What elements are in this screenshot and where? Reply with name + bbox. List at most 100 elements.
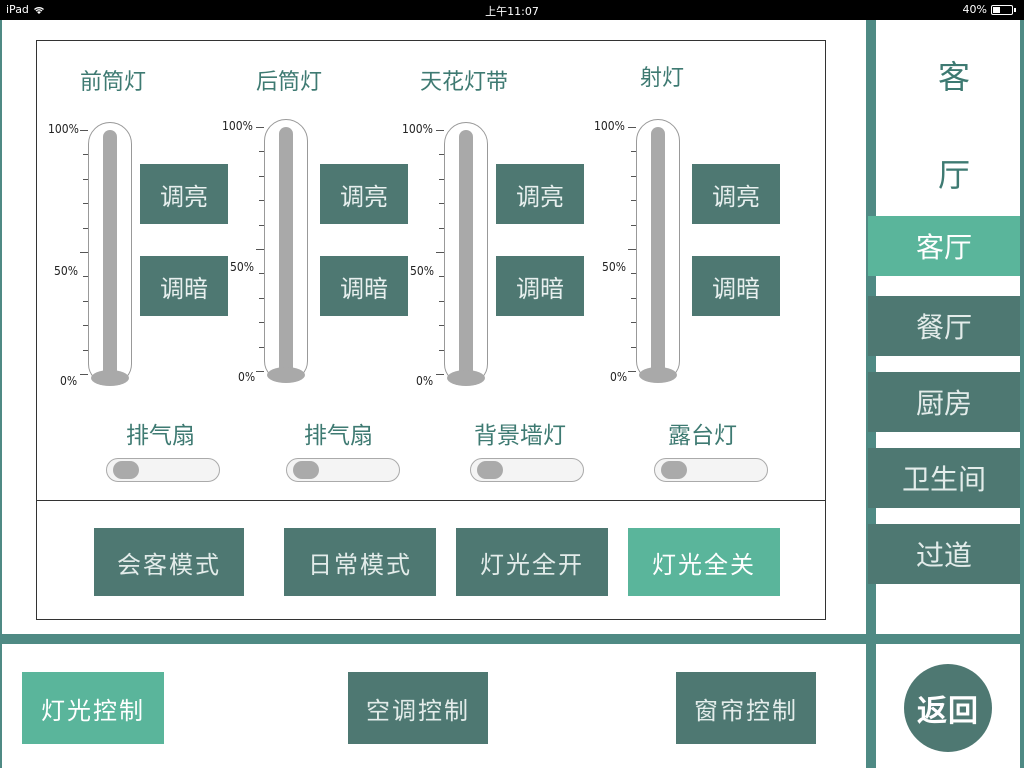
mode-button-daily[interactable]: 日常模式: [284, 528, 436, 596]
brightness-gauge-front-downlight: [80, 122, 132, 386]
room-heading-line1: 客: [938, 58, 971, 96]
scale-bottom-label: 0%: [416, 374, 434, 388]
tab-curtain-control[interactable]: 窗帘控制: [676, 672, 816, 744]
gauge-tick: [259, 224, 264, 226]
toggle-feature-wall-light[interactable]: [470, 458, 584, 482]
gauge-tick: [628, 371, 636, 372]
scale-mid-label: 50%: [410, 264, 434, 278]
gauge-tick: [439, 154, 444, 156]
switch-label-exhaust-fan-1: 排气扇: [126, 423, 195, 449]
gauge-tick: [439, 349, 444, 351]
tab-lighting-control[interactable]: 灯光控制: [22, 672, 164, 744]
dim-button-front-downlight[interactable]: 调暗: [140, 256, 228, 316]
dim-button-rear-downlight[interactable]: 调暗: [320, 256, 408, 316]
panel-divider: [37, 500, 825, 501]
gauge-ticks: [436, 122, 444, 384]
dim-button-spotlight[interactable]: 调暗: [692, 256, 780, 316]
gauge-bulb: [639, 367, 677, 383]
left-edge: [0, 20, 2, 768]
light-title-front-downlight: 前筒灯: [80, 70, 147, 95]
scale-bottom-label: 0%: [610, 370, 628, 384]
toggle-exhaust-fan-2[interactable]: [286, 458, 400, 482]
light-title-rear-downlight: 后筒灯: [256, 70, 323, 95]
gauge-tick: [439, 227, 444, 229]
toggle-knob: [293, 461, 319, 479]
gauge-fill: [103, 130, 117, 374]
sidebar-item-hallway[interactable]: 过道: [868, 524, 1020, 584]
gauge-tick: [259, 200, 264, 202]
gauge-tick: [259, 151, 264, 153]
toggle-knob: [661, 461, 687, 479]
light-title-spotlight: 射灯: [640, 66, 685, 91]
mode-button-guest[interactable]: 会客模式: [94, 528, 244, 596]
toggle-exhaust-fan-1[interactable]: [106, 458, 220, 482]
gauge-ticks: [80, 122, 88, 384]
gauge-tick: [439, 203, 444, 205]
dim-button-ceiling-strip[interactable]: 调暗: [496, 256, 584, 316]
switch-label-exhaust-fan-2: 排气扇: [304, 423, 373, 449]
lighting-panel: [36, 40, 826, 620]
gauge-tick: [259, 273, 264, 275]
battery-tip: [1014, 7, 1016, 12]
battery-status: 40%: [963, 3, 1016, 16]
gauge-tick: [256, 371, 264, 372]
gauge-tick: [439, 178, 444, 180]
brightness-gauge-ceiling-strip: [436, 122, 488, 386]
switch-label-feature-wall-light: 背景墙灯: [474, 423, 566, 449]
gauge-tick: [80, 252, 88, 253]
brightness-gauge-spotlight: [628, 119, 680, 383]
mode-button-all-on[interactable]: 灯光全开: [456, 528, 608, 596]
toggle-terrace-light[interactable]: [654, 458, 768, 482]
gauge-tick: [436, 252, 444, 253]
gauge-tick: [436, 130, 444, 131]
gauge-tick: [83, 227, 88, 229]
gauge-tick: [631, 297, 636, 299]
sidebar-item-kitchen[interactable]: 厨房: [868, 372, 1020, 432]
gauge-tick: [259, 322, 264, 324]
gauge-tick: [259, 346, 264, 348]
gauge-tick: [83, 325, 88, 327]
scale-top-label: 100%: [222, 119, 253, 133]
sidebar-item-dining-room[interactable]: 餐厅: [868, 296, 1020, 356]
gauge-fill: [279, 127, 293, 371]
gauge-bulb: [267, 367, 305, 383]
scale-mid-label: 50%: [54, 264, 78, 278]
battery-icon: [991, 4, 1013, 15]
device-label: iPad: [6, 3, 45, 16]
scale-bottom-label: 0%: [60, 374, 78, 388]
gauge-tick: [631, 273, 636, 275]
status-bar: iPad 上午11:07 40%: [0, 0, 1024, 20]
gauge-tick: [83, 154, 88, 156]
gauge-tick: [439, 300, 444, 302]
sidebar-item-living-room[interactable]: 客厅: [868, 216, 1020, 276]
gauge-fill: [651, 127, 665, 371]
brighten-button-ceiling-strip[interactable]: 调亮: [496, 164, 584, 224]
gauge-tick: [83, 300, 88, 302]
room-heading-line2: 厅: [938, 156, 971, 194]
right-edge: [1020, 20, 1024, 768]
scale-top-label: 100%: [48, 122, 79, 136]
gauge-tick: [439, 276, 444, 278]
tab-ac-control[interactable]: 空调控制: [348, 672, 488, 744]
brightness-gauge-rear-downlight: [256, 119, 308, 383]
brighten-button-rear-downlight[interactable]: 调亮: [320, 164, 408, 224]
brighten-button-front-downlight[interactable]: 调亮: [140, 164, 228, 224]
brighten-button-spotlight[interactable]: 调亮: [692, 164, 780, 224]
scale-mid-label: 50%: [230, 260, 254, 274]
gauge-tick: [631, 175, 636, 177]
switch-label-terrace-light: 露台灯: [668, 423, 737, 449]
gauge-bulb: [447, 370, 485, 386]
scale-mid-label: 50%: [602, 260, 626, 274]
gauge-tick: [631, 346, 636, 348]
gauge-tick: [83, 276, 88, 278]
gauge-tick: [439, 325, 444, 327]
gauge-tick: [256, 127, 264, 128]
back-button[interactable]: 返回: [904, 664, 992, 752]
light-title-ceiling-strip: 天花灯带: [420, 70, 509, 95]
gauge-tick: [83, 349, 88, 351]
toggle-knob: [477, 461, 503, 479]
gauge-ticks: [628, 119, 636, 381]
sidebar-item-bathroom[interactable]: 卫生间: [868, 448, 1020, 508]
mode-button-all-off[interactable]: 灯光全关: [628, 528, 780, 596]
